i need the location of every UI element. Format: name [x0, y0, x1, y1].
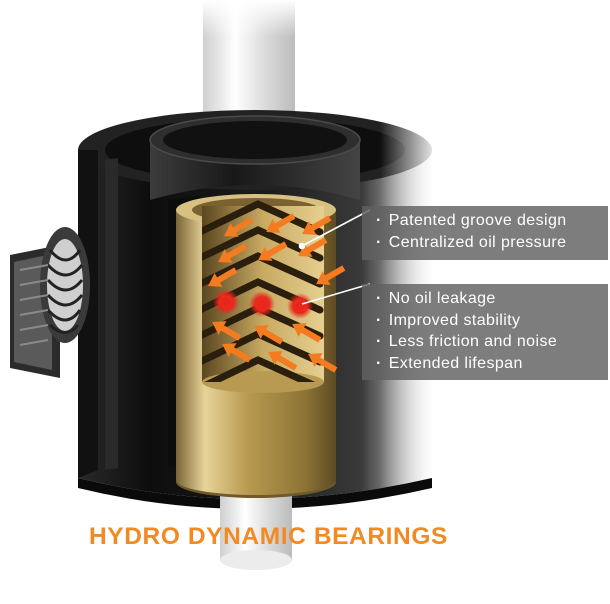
flow-arrow-icon: [254, 325, 284, 345]
feature-item: Less friction and noise: [376, 331, 596, 353]
product-caption: HYDRO DYNAMIC BEARINGS: [89, 523, 448, 550]
feature-item: Improved stability: [376, 310, 596, 332]
feature-item: Patented groove design: [376, 210, 596, 232]
callout-leaders: [298, 209, 371, 305]
pressure-point-icon: [295, 301, 305, 311]
flow-arrow-icon: [292, 323, 322, 343]
feature-item: Extended lifespan: [376, 353, 596, 375]
feature-item: No oil leakage: [376, 288, 596, 310]
flow-arrow-icon: [266, 213, 296, 233]
pressure-points: [213, 289, 313, 319]
flow-arrow-icon: [222, 343, 252, 363]
flow-arrow-icon: [308, 353, 338, 373]
flow-arrow-icon: [208, 267, 238, 287]
leader-line-bottom: [301, 283, 371, 305]
shaft-bottom: [220, 480, 292, 570]
feature-item: Centralized oil pressure: [376, 232, 596, 254]
flow-arrow-icon: [298, 237, 328, 257]
flow-arrow-icon: [268, 351, 298, 371]
flow-arrow-icon: [218, 243, 248, 263]
flow-arrow-icon: [258, 241, 288, 261]
flow-arrow-icon: [316, 265, 346, 285]
feature-callout-bottom: No oil leakage Improved stability Less f…: [362, 284, 608, 380]
spring-coil: [10, 227, 90, 378]
flow-arrow-icon: [212, 321, 242, 341]
flow-arrow-icon: [224, 217, 254, 237]
pressure-point-icon: [257, 299, 267, 309]
leader-line-top: [301, 209, 371, 247]
feature-callout-top: Patented groove design Centralized oil p…: [362, 206, 608, 260]
flow-arrow-icon: [302, 215, 332, 235]
brass-sleeve: [176, 194, 336, 498]
pressure-point-icon: [221, 297, 231, 307]
flow-arrows: [208, 213, 346, 373]
